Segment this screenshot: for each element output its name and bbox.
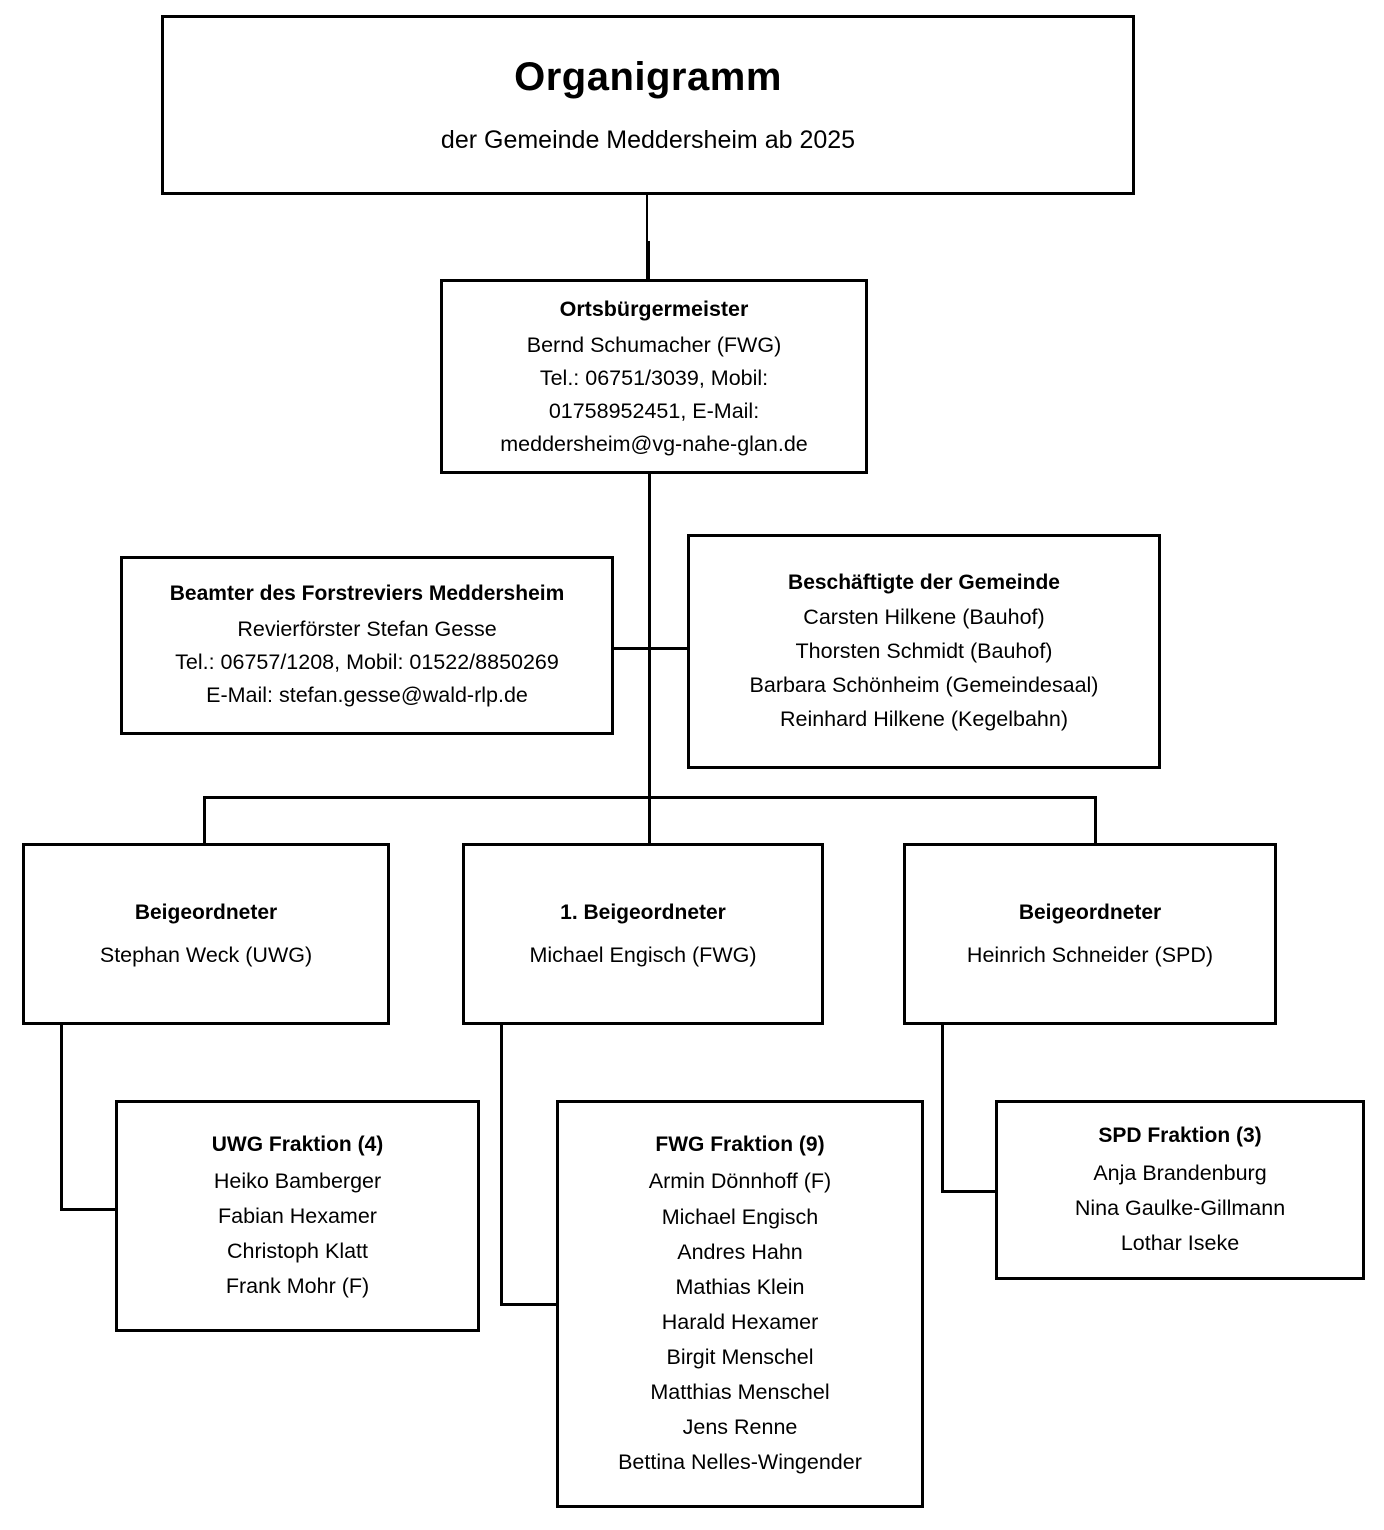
node-forstrevier-beamter: Beamter des Forstreviers Meddersheim Rev…	[120, 556, 614, 735]
connector-deputy-mid-to-fwg	[500, 1303, 559, 1306]
connector-bus-drop-right	[1094, 796, 1097, 844]
fraktion-heading: UWG Fraktion (4)	[211, 1132, 384, 1156]
mayor-contact-line-1: Tel.: 06751/3039, Mobil:	[539, 366, 769, 391]
connector-deputy-mid-drop	[500, 1023, 503, 1306]
connector-deputy-right-drop	[941, 1023, 944, 1193]
deputy-role: 1. Beigeordneter	[560, 901, 726, 924]
fraktion-member: Mathias Klein	[675, 1274, 805, 1299]
page-title: Organigramm	[514, 55, 782, 99]
fraktion-member: Birgit Menschel	[666, 1344, 814, 1369]
fraktion-member: Bettina Nelles-Wingender	[618, 1449, 862, 1474]
fraktion-member: Frank Mohr (F)	[225, 1274, 370, 1299]
node-erster-beigeordneter: 1. Beigeordneter Michael Engisch (FWG)	[462, 843, 824, 1025]
deputy-role: Beigeordneter	[134, 901, 278, 924]
connector-title-to-mayor-lower	[648, 241, 650, 285]
connector-deputy-left-drop	[60, 1023, 63, 1211]
mayor-contact-line-3: meddersheim@vg-nahe-glan.de	[500, 431, 808, 456]
forest-contact-line-2: E-Mail: stefan.gesse@wald-rlp.de	[206, 683, 528, 708]
connector-deputy-left-to-uwg	[60, 1208, 118, 1211]
connector-mayor-to-employees	[648, 647, 690, 650]
fraktion-member: Andres Hahn	[677, 1239, 803, 1264]
forest-role: Beamter des Forstreviers Meddersheim	[169, 582, 565, 606]
fraktion-member: Michael Engisch	[661, 1204, 819, 1229]
fraktion-member: Jens Renne	[682, 1414, 798, 1439]
fraktion-member: Matthias Menschel	[650, 1379, 830, 1404]
connector-deputy-right-to-spd	[941, 1190, 998, 1193]
connector-title-to-mayor-upper	[646, 195, 648, 285]
forest-contact-line-1: Tel.: 06757/1208, Mobil: 01522/8850269	[175, 650, 559, 675]
node-beschaeftigte: Beschäftigte der Gemeinde Carsten Hilken…	[687, 534, 1161, 769]
connector-mayor-trunk	[648, 474, 651, 799]
fraktion-member: Fabian Hexamer	[218, 1204, 377, 1229]
node-beigeordneter-spd: Beigeordneter Heinrich Schneider (SPD)	[903, 843, 1277, 1025]
mayor-role: Ortsbürgermeister	[559, 296, 749, 321]
page-subtitle: der Gemeinde Meddersheim ab 2025	[440, 126, 856, 154]
node-beigeordneter-uwg: Beigeordneter Stephan Weck (UWG)	[22, 843, 390, 1025]
mayor-name: Bernd Schumacher (FWG)	[526, 333, 782, 358]
fraktion-heading: FWG Fraktion (9)	[655, 1133, 825, 1157]
employee-name: Thorsten Schmidt (Bauhof)	[795, 639, 1053, 664]
employee-name: Reinhard Hilkene (Kegelbahn)	[779, 707, 1069, 732]
fraktion-member: Christoph Klatt	[226, 1239, 368, 1264]
fraktion-member: Armin Dönnhoff (F)	[648, 1169, 832, 1194]
connector-bus-drop-left	[203, 796, 206, 844]
node-ortsbuergermeister: Ortsbürgermeister Bernd Schumacher (FWG)…	[440, 279, 868, 474]
node-uwg-fraktion: UWG Fraktion (4) Heiko Bamberger Fabian …	[115, 1100, 480, 1332]
fraktion-member: Harald Hexamer	[661, 1309, 819, 1334]
fraktion-member: Lothar Iseke	[1120, 1230, 1240, 1255]
node-spd-fraktion: SPD Fraktion (3) Anja Brandenburg Nina G…	[995, 1100, 1365, 1280]
deputy-role: Beigeordneter	[1018, 901, 1162, 924]
node-fwg-fraktion: FWG Fraktion (9) Armin Dönnhoff (F) Mich…	[556, 1100, 924, 1508]
employees-heading: Beschäftigte der Gemeinde	[788, 570, 1060, 594]
chart-title-box: Organigramm der Gemeinde Meddersheim ab …	[161, 15, 1135, 195]
mayor-contact-line-2: 01758952451, E-Mail:	[548, 398, 760, 423]
fraktion-member: Heiko Bamberger	[213, 1169, 382, 1194]
forest-name: Revierförster Stefan Gesse	[237, 616, 497, 641]
fraktion-member: Anja Brandenburg	[1093, 1160, 1267, 1185]
fraktion-member: Nina Gaulke-Gillmann	[1074, 1195, 1286, 1220]
employee-name: Carsten Hilkene (Bauhof)	[803, 605, 1045, 630]
connector-bus-drop-mid	[648, 796, 651, 844]
deputy-name: Stephan Weck (UWG)	[99, 942, 313, 967]
employee-name: Barbara Schönheim (Gemeindesaal)	[749, 673, 1099, 698]
deputy-name: Michael Engisch (FWG)	[529, 942, 757, 967]
deputy-name: Heinrich Schneider (SPD)	[966, 942, 1214, 967]
fraktion-heading: SPD Fraktion (3)	[1098, 1124, 1262, 1148]
connector-mayor-to-forest	[612, 647, 651, 650]
